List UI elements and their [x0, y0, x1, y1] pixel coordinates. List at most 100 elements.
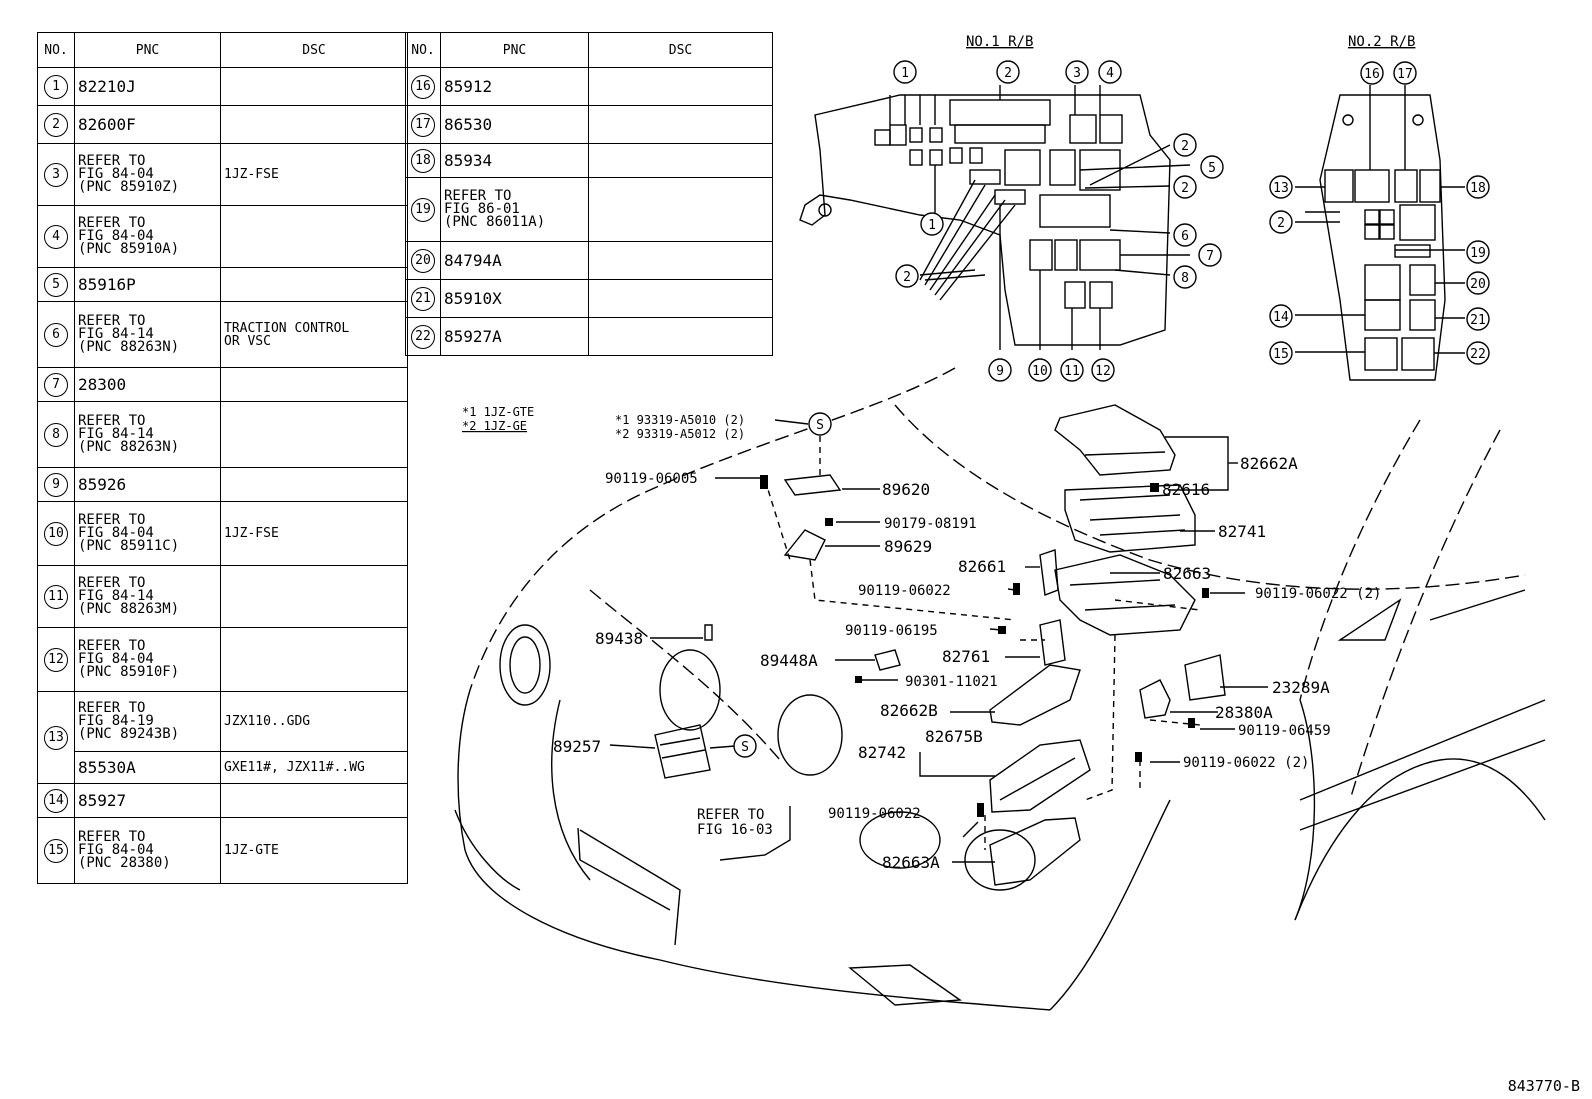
item-number-badge: 15 [44, 838, 68, 863]
car-front-bumper [454, 589, 1546, 1011]
callout-number: 8 [1181, 271, 1189, 286]
part-89438-sensor [704, 624, 713, 641]
callout-number: 5 [1208, 161, 1216, 176]
pnc-cell: REFER TO FIG 84-04 (PNC 28380) [74, 817, 221, 884]
callout-circle [893, 60, 917, 84]
callout-number: 2 [1277, 216, 1285, 231]
s-mark-1: S [816, 418, 824, 433]
item-number-badge: 7 [44, 372, 68, 397]
rb2-title: NO.2 R/B [1348, 34, 1415, 50]
item-number-badge: 3 [44, 162, 68, 187]
dsc-cell: 1JZ-FSE [220, 501, 408, 566]
s-mark-circle [808, 412, 832, 436]
bolt-icon [1188, 718, 1195, 728]
callout-number: 2 [903, 270, 911, 285]
callout-circle [1060, 358, 1084, 382]
pnc-cell: REFER TO FIG 84-14 (PNC 88263N) [74, 401, 221, 468]
callout-circle [1466, 240, 1490, 264]
rb1-title: NO.1 R/B [966, 34, 1033, 50]
label-90119-06022-2a: 90119-06022 (2) [1255, 586, 1381, 602]
callout-circle [1466, 307, 1490, 331]
relay-block-no1 [799, 85, 1191, 350]
label-82662A: 82662A [1240, 454, 1298, 473]
callout-circle [1028, 358, 1052, 382]
label-bolt-b: *2 93319-A5012 (2) [615, 427, 745, 441]
part-89629-bracket [783, 529, 826, 561]
dsc-cell [588, 67, 773, 106]
item-number-badge: 19 [411, 197, 435, 222]
part-box-82742 [989, 739, 1091, 813]
callout-number: 15 [1273, 347, 1289, 362]
callout-number: 16 [1364, 67, 1380, 82]
label-90119-06459: 90119-06459 [1238, 723, 1331, 739]
headlamp [499, 624, 1036, 891]
callout-circle [988, 358, 1012, 382]
label-89620: 89620 [882, 480, 930, 499]
callout-number: 12 [1095, 364, 1111, 379]
callout-circle [1173, 265, 1197, 289]
callout-circle [1269, 175, 1293, 199]
figure-code: 843770-B [1507, 1077, 1580, 1095]
bolt-icon [825, 518, 833, 526]
item-number-badge: 18 [411, 148, 435, 173]
dsc-cell [588, 279, 773, 318]
item-number-badge: 11 [44, 584, 68, 609]
dsc-cell: 1JZ-GTE [220, 817, 408, 884]
part-cover-82662A [1054, 404, 1176, 476]
callout-number: 18 [1470, 181, 1486, 196]
label-90119-06005: 90119-06005 [605, 471, 698, 487]
dsc-cell [220, 565, 408, 628]
callout-circle [1269, 304, 1293, 328]
callout-number: 7 [1206, 249, 1214, 264]
label-82741: 82741 [1218, 522, 1266, 541]
callout-circle [1393, 61, 1417, 85]
callout-number: 17 [1397, 67, 1413, 82]
callout-circle [1466, 341, 1490, 365]
callout-number: 4 [1106, 66, 1114, 81]
item-number-badge: 1 [44, 74, 68, 99]
callout-circle [1269, 341, 1293, 365]
callout-circle [1360, 61, 1384, 85]
bolt-icon [855, 676, 862, 683]
item-number-badge: 2 [44, 112, 68, 137]
callout-number: 19 [1470, 246, 1486, 261]
item-number-badge: 14 [44, 788, 68, 813]
item-number-badge: 16 [411, 74, 435, 99]
label-90119-06022-a: 90119-06022 [858, 583, 951, 599]
item-number-badge: 5 [44, 272, 68, 297]
s-mark-circle [733, 734, 757, 758]
pnc-cell: REFER TO FIG 84-04 (PNC 85910F) [74, 627, 221, 692]
callout-circle [920, 212, 944, 236]
item-number-badge: 9 [44, 472, 68, 497]
label-90119-06022-2b: 90119-06022 (2) [1183, 755, 1309, 771]
callout-circle [1200, 155, 1224, 179]
callout-circle [1091, 358, 1115, 382]
part-horn [659, 649, 843, 776]
callout-number: 2 [1004, 66, 1012, 81]
bolt-icon [998, 626, 1006, 634]
part-89448A-sensor [874, 649, 901, 671]
callout-number: 3 [1073, 66, 1081, 81]
part-tray-82663A [989, 817, 1081, 886]
s-mark-2: S [741, 740, 749, 755]
pnc-cell: REFER TO FIG 84-14 (PNC 88263M) [74, 565, 221, 628]
note-1: *1 1JZ-GTE [462, 405, 534, 419]
dsc-cell: JZX110..GDG [220, 691, 408, 752]
dsc-cell: TRACTION CONTROL OR VSC [220, 301, 408, 368]
dsc-cell [220, 401, 408, 468]
part-cover-82662B [989, 664, 1081, 726]
label-82661: 82661 [958, 557, 1006, 576]
label-bolt-a: *1 93319-A5010 (2) [615, 413, 745, 427]
callout-number: 20 [1470, 277, 1486, 292]
pnc-cell: 85927A [440, 317, 589, 356]
pnc-cell: 85530A [74, 751, 221, 784]
